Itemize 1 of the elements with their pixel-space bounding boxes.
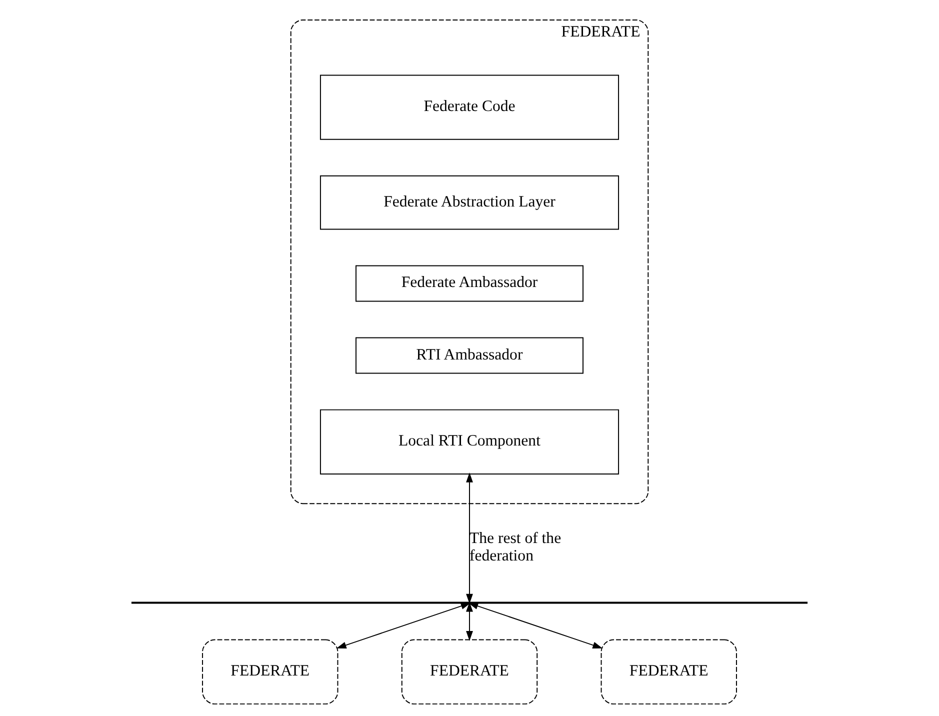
edge-label: The rest of the federation	[470, 530, 562, 565]
